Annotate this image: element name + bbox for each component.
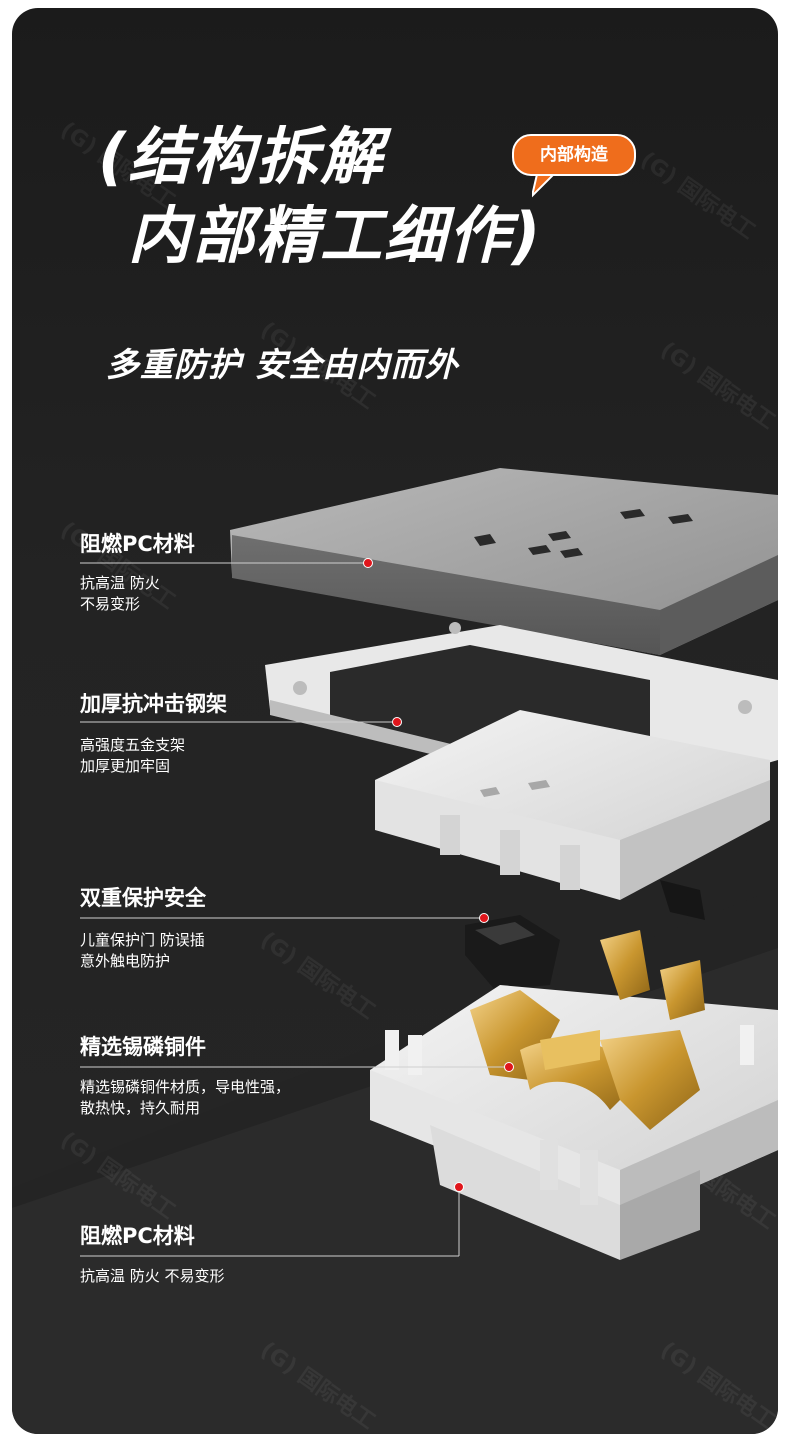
- callout-dots: [363, 558, 514, 1192]
- feature-title-safety: 双重保护安全: [80, 886, 206, 910]
- badge-tail: [532, 170, 560, 198]
- face-plate: [230, 468, 778, 655]
- base-housing: [370, 985, 778, 1260]
- feature-title-faceplate: 阻燃PC材料: [80, 532, 195, 556]
- feature-desc-steel-frame: 高强度五金支架 加厚更加牢固: [80, 736, 186, 775]
- callout-lines: [80, 562, 509, 1257]
- feature-desc-safety: 儿童保护门 防误插 意外触电防护: [80, 931, 205, 970]
- title-line-2: 内部精工细作): [128, 199, 543, 272]
- feature-title-copper: 精选锡磷铜件: [80, 1035, 206, 1059]
- inner-cover: [375, 710, 770, 900]
- feature-desc-faceplate: 抗高温 防火 不易变形: [80, 574, 160, 613]
- subtitle: 多重防护 安全由内而外: [106, 345, 459, 384]
- feature-title-steel-frame: 加厚抗冲击钢架: [80, 692, 227, 716]
- copper-contacts: [470, 930, 705, 1130]
- feature-desc-copper: 精选锡磷铜件材质，导电性强， 散热快，持久耐用: [80, 1078, 291, 1117]
- title-line-1: (结构拆解: [98, 120, 385, 193]
- feature-title-base: 阻燃PC材料: [80, 1224, 195, 1248]
- feature-desc-base: 抗高温 防火 不易变形: [80, 1267, 225, 1285]
- section-badge: 内部构造: [512, 134, 636, 176]
- safety-shutter: [465, 880, 705, 990]
